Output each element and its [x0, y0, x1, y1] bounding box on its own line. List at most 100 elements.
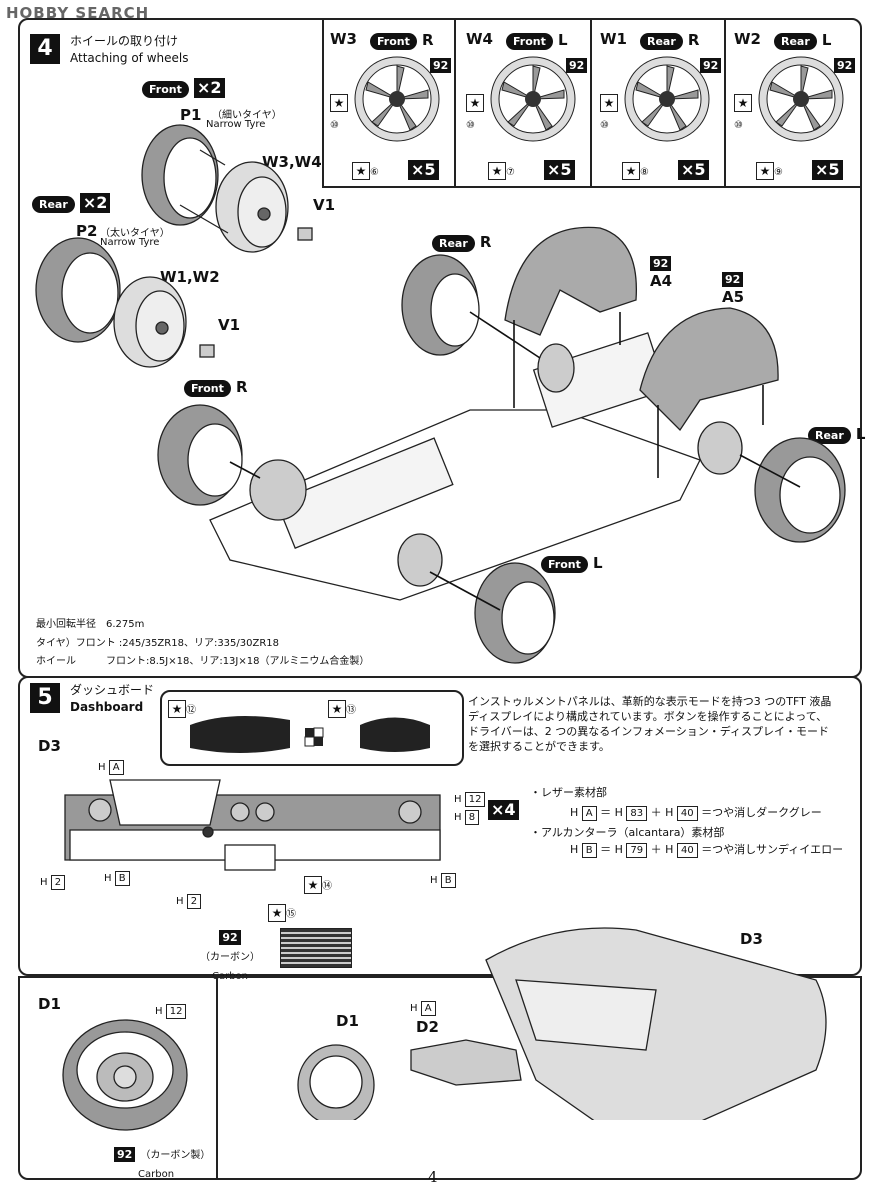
p2-label: P2: [76, 222, 98, 240]
page-number: 4: [428, 1168, 438, 1186]
step5-title-en: Dashboard: [70, 700, 144, 714]
decal-13: ★⑬: [328, 698, 356, 718]
p1-label: P1: [180, 106, 202, 124]
h-a-label: H A: [98, 760, 124, 775]
decal-15: ★⑮: [268, 902, 296, 922]
chassis-wheels: [157, 254, 846, 664]
wheel-paint: 92: [834, 54, 856, 73]
steering-d1: D1: [38, 995, 61, 1013]
step4-drawing: [35, 124, 846, 664]
step5-frame: [18, 676, 862, 976]
step4-title-en: Attaching of wheels: [70, 51, 189, 65]
wheel-mult: ×5: [812, 160, 843, 180]
x4-mult: ×4: [488, 800, 519, 820]
step5-title-jp: ダッシュボード: [70, 683, 155, 697]
wheel-tag: Rear R: [640, 30, 699, 50]
rear-multiplier: ×2: [79, 193, 111, 213]
wheel-star: ★: [330, 92, 348, 112]
wheel-star-num: ★⑧: [622, 160, 649, 180]
leather-title: ・レザー素材部: [530, 786, 607, 799]
rear-tag: Rear: [32, 196, 75, 213]
wheel-mult: ×5: [408, 160, 439, 180]
rear-tyre-illustration: [35, 237, 215, 368]
wheel-rim-drawing: [758, 56, 844, 142]
front-multiplier: ×2: [193, 78, 225, 98]
wheel-circle: ⑩: [330, 120, 339, 131]
fender-illustration: [504, 226, 779, 432]
v1-label-b: V1: [218, 316, 241, 334]
h-12-label: H 12: [454, 792, 486, 807]
assembly-d3: D3: [740, 930, 763, 948]
front-tag: Front: [142, 81, 189, 98]
front-tyre-illustration: [141, 124, 313, 253]
rear-r-label: Rear R: [432, 232, 491, 252]
wheel-code: W1: [600, 30, 627, 48]
steering-h12: H 12: [155, 1004, 187, 1019]
decal-callout: [160, 690, 464, 766]
h-2-label-b: H 2: [176, 894, 202, 909]
front-r-label: Front R: [184, 377, 248, 397]
p2-en: Narrow Tyre: [100, 237, 160, 248]
wheel-rim-drawing: [490, 56, 576, 142]
spec-wheel: ホイール フロント:8.5J×18、リア:13J×18（アルミニウム合金製）: [36, 656, 370, 667]
w34-label: W3,W4: [262, 153, 322, 171]
alcantara-formula: H B ＝ H 79 ＋ H 40 ＝つや消しサンディイエロー: [570, 843, 844, 858]
h-8-label: H 8: [454, 810, 480, 825]
wheel-rim-drawing: [354, 56, 440, 142]
v1-label-a: V1: [313, 196, 336, 214]
wheel-paint: 92: [430, 54, 452, 73]
assembly-ha: H A: [410, 1001, 436, 1016]
wheel-code: W3: [330, 30, 357, 48]
p2-jp: （太いタイヤ）: [100, 228, 170, 239]
dashboard-drawing: [64, 779, 441, 871]
spec-tyre: タイヤ）フロント :245/35ZR18、リア:335/30ZR18: [36, 638, 280, 649]
w12-label: W1,W2: [160, 268, 220, 286]
front-l-label: Front L: [541, 553, 603, 573]
h-b-label-a: H B: [104, 871, 130, 886]
h-b-label-b: H B: [430, 873, 456, 888]
front-tag-group: Front ×2: [142, 78, 225, 98]
tft-description: インストゥルメントパネルは、革新的な表示モードを持つ3 つのTFT 液晶ディスプ…: [468, 695, 832, 753]
assembly-d2: D2: [416, 1018, 439, 1036]
wheel-rim-drawing: [624, 56, 710, 142]
wheel-variants: [322, 20, 860, 188]
wheel-tag: Front L: [506, 30, 568, 50]
spec-radius: 最小回転半径 6.275m: [36, 619, 145, 630]
step4-number: 4: [30, 34, 60, 64]
chassis-illustration: [209, 332, 743, 601]
alcantara-title: ・アルカンターラ（alcantara）素材部: [530, 826, 725, 839]
wheel-star-num: ★⑥: [352, 160, 379, 180]
wheel-mult: ×5: [544, 160, 575, 180]
wheel-tag: Front R: [370, 30, 434, 50]
wheel-mult: ×5: [678, 160, 709, 180]
assembly-drawing: [297, 927, 827, 1120]
watermark: HOBBY SEARCH: [6, 4, 150, 22]
steering-carbon: 92 （カーボン製） Carbon: [114, 1143, 210, 1181]
wheel-star-num: ★⑨: [756, 160, 783, 180]
wheel-circle: ⑩: [600, 120, 609, 131]
rear-l-label: Rear L: [808, 424, 865, 444]
steering-wheel-drawing: [62, 1019, 188, 1131]
wheel-variant-w3: W3 Front R 92 ★ ⑩ ★⑥ ×5: [322, 20, 456, 186]
p1-en: Narrow Tyre: [206, 119, 266, 130]
rear-tag-group: Rear ×2: [32, 193, 111, 213]
center-display-decal: [280, 928, 352, 968]
wheel-star: ★: [600, 92, 618, 112]
leather-formula: H A ＝ H 83 ＋ H 40 ＝つや消しダークグレー: [570, 806, 822, 821]
step5-number: 5: [30, 683, 60, 713]
p1-jp: （細いタイヤ）: [212, 110, 282, 121]
h-2-label-a: H 2: [40, 875, 66, 890]
wheel-code: W4: [466, 30, 493, 48]
step4-title-jp: ホイールの取り付け: [70, 34, 179, 48]
decal-12: ★⑫: [168, 698, 196, 718]
instrument-decals: [190, 716, 430, 753]
assembly-d1: D1: [336, 1012, 359, 1030]
wheel-paint: 92: [700, 54, 722, 73]
wheel-tag: Rear L: [774, 30, 831, 50]
wheel-star-num: ★⑦: [488, 160, 515, 180]
